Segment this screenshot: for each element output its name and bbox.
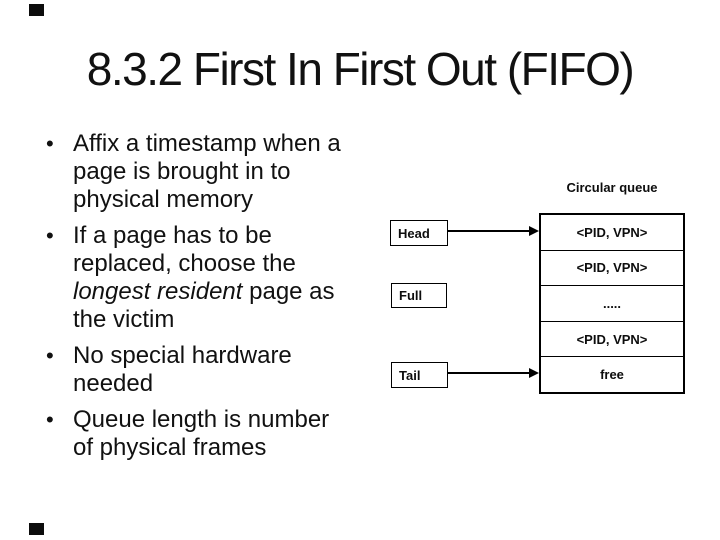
slide-artifact-top-left — [29, 4, 44, 16]
full-pointer-label: Full — [399, 288, 423, 303]
slide-artifact-bottom-left — [29, 523, 44, 535]
queue-cell: <PID, VPN> — [541, 251, 683, 287]
page-title: 8.3.2 First In First Out (FIFO) — [86, 43, 635, 95]
tail-arrow-line — [448, 372, 530, 374]
bullet-icon: • — [46, 223, 54, 248]
bullet-icon: • — [46, 343, 54, 368]
bullet-icon: • — [46, 131, 54, 156]
tail-pointer-box: Tail — [391, 362, 448, 388]
full-pointer-box: Full — [391, 283, 447, 308]
head-arrowhead-icon — [529, 226, 539, 236]
queue-table: <PID, VPN><PID, VPN>.....<PID, VPN>free — [539, 213, 685, 394]
queue-cell: <PID, VPN> — [541, 215, 683, 251]
tail-pointer-label: Tail — [399, 367, 421, 383]
bullet-icon: • — [46, 407, 54, 432]
diagram-caption: Circular queue — [566, 180, 658, 195]
head-pointer-label: Head — [398, 225, 430, 241]
queue-cell: <PID, VPN> — [541, 322, 683, 358]
head-arrow-line — [448, 230, 530, 232]
queue-cell: free — [600, 367, 624, 383]
tail-arrowhead-icon — [529, 368, 539, 378]
queue-cell: ..... — [541, 286, 683, 322]
head-pointer-box: Head — [390, 220, 448, 246]
